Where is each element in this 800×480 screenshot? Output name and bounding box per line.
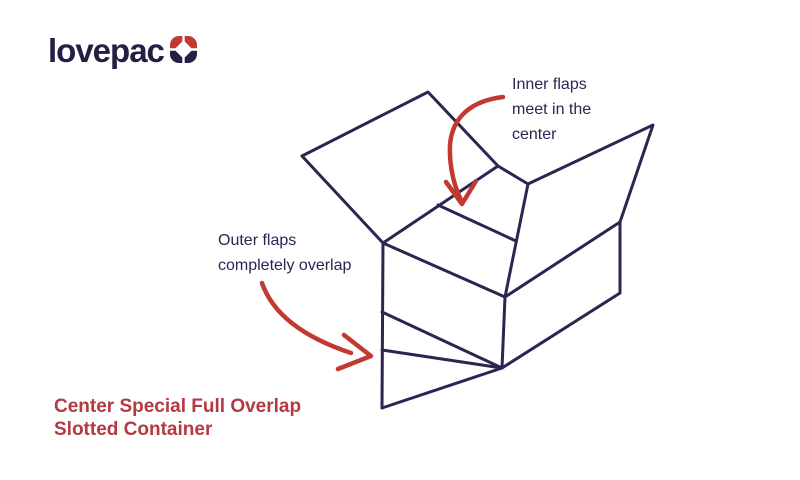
- left-flap-hinge: [381, 164, 500, 245]
- box-left-vertical-edge: [380, 241, 385, 410]
- logo-pinwheel-icon: [169, 36, 197, 63]
- logo-text: lovepac: [48, 32, 165, 69]
- back-rim-segment: [496, 164, 530, 186]
- page-title: Center Special Full Overlap Slotted Cont…: [54, 396, 302, 440]
- logo: lovepac: [48, 34, 199, 67]
- box-bottom-right-edge: [500, 291, 622, 370]
- arrow-outer-shaft: [259, 280, 354, 356]
- annotation-inner-flaps: Inner flaps meet in the center: [512, 76, 592, 143]
- box-bottom-left-edge: [380, 348, 504, 370]
- arrow-inner-head: [443, 178, 479, 207]
- arrow-outer-head: [335, 332, 374, 372]
- box-front-vertical-edge: [500, 295, 507, 370]
- arrow-inner-shaft: [447, 94, 506, 203]
- box-body: [380, 220, 622, 410]
- right-open-flap: [503, 123, 655, 299]
- left-flap-outline: [300, 90, 500, 245]
- left-open-flap: [300, 90, 500, 245]
- inner-flap-seam: [436, 203, 518, 243]
- bottom-flap-triangle-edge: [380, 366, 504, 410]
- annotation-outer-flaps: Outer flaps completely overlap: [218, 232, 352, 274]
- outer-flap-overlap-edge: [380, 310, 504, 370]
- arrow-outer-flaps: [259, 280, 374, 372]
- arrow-inner-flaps: [443, 94, 506, 207]
